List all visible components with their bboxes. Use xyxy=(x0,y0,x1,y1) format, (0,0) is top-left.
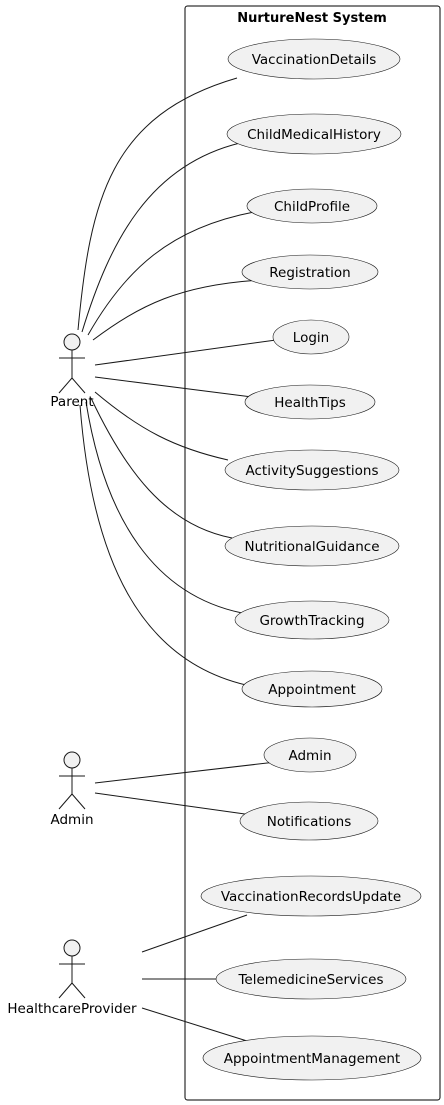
association-parent-nutritionalguidance xyxy=(90,397,233,539)
use-case-ellipse xyxy=(241,254,379,290)
stick-figure-icon xyxy=(58,751,86,810)
association-parent-appointment xyxy=(79,404,247,686)
use-case-ellipse xyxy=(246,188,378,224)
use-case-appointmentmanagement: AppointmentManagement xyxy=(202,1035,422,1081)
use-case-ellipse xyxy=(239,801,379,841)
association-healthcareprovider-vaccinationrecordsupdate xyxy=(141,914,248,953)
use-case-label: Registration xyxy=(269,265,350,281)
use-case-ellipse xyxy=(241,670,383,708)
association-admin-notifications xyxy=(94,792,253,816)
stick-figure-icon xyxy=(58,939,86,999)
use-case-ellipse xyxy=(200,875,422,917)
association-parent-login xyxy=(94,339,277,366)
use-case-label: TelemedicineServices xyxy=(237,972,383,988)
use-case-ellipse xyxy=(215,958,407,1000)
association-parent-activitysuggestions xyxy=(94,391,229,461)
system-title: NurtureNest System xyxy=(237,11,387,26)
association-admin-admin xyxy=(94,761,277,784)
use-case-appointment: Appointment xyxy=(241,670,383,708)
use-case-healthtips: HealthTips xyxy=(244,384,376,420)
use-case-label: VaccinationRecordsUpdate xyxy=(221,889,401,905)
use-case-childmedicalhistory: ChildMedicalHistory xyxy=(226,113,402,155)
use-case-label: ChildMedicalHistory xyxy=(247,127,381,143)
use-case-admin: Admin xyxy=(263,737,357,773)
use-case-label: ActivitySuggestions xyxy=(246,463,379,479)
use-case-label: HealthTips xyxy=(274,395,346,411)
association-parent-childprofile xyxy=(87,211,255,336)
actor-parent: Parent xyxy=(50,333,94,410)
use-case-ellipse xyxy=(272,319,350,355)
use-case-childprofile: ChildProfile xyxy=(246,188,378,224)
use-case-label: Notifications xyxy=(267,814,352,830)
use-case-telemedicineservices: TelemedicineServices xyxy=(215,958,407,1000)
use-case-ellipse xyxy=(224,449,400,491)
association-parent-growthtracking xyxy=(85,401,243,614)
use-case-notifications: Notifications xyxy=(239,801,379,841)
use-case-ellipse xyxy=(227,38,401,80)
use-case-login: Login xyxy=(272,319,350,355)
actor-label: Admin xyxy=(50,812,93,828)
use-case-ellipse xyxy=(224,525,400,567)
association-parent-childmedicalhistory xyxy=(81,142,241,333)
use-case-registration: Registration xyxy=(241,254,379,290)
association-parent-vaccinationdetails xyxy=(77,77,238,331)
actor-healthcareprovider: HealthcareProvider xyxy=(7,939,137,1017)
use-case-vaccinationdetails: VaccinationDetails xyxy=(227,38,401,80)
actor-label: HealthcareProvider xyxy=(7,1001,137,1017)
use-case-ellipse xyxy=(234,600,390,640)
use-case-label: Admin xyxy=(288,748,331,764)
use-case-label: ChildProfile xyxy=(274,199,350,215)
use-case-label: Appointment xyxy=(268,682,356,698)
use-case-label: NutritionalGuidance xyxy=(244,539,379,555)
use-case-ellipse xyxy=(244,384,376,420)
association-parent-healthtips xyxy=(94,376,253,398)
use-case-label: VaccinationDetails xyxy=(252,52,377,68)
use-case-label: AppointmentManagement xyxy=(224,1051,400,1067)
use-case-growthtracking: GrowthTracking xyxy=(234,600,390,640)
use-case-ellipse xyxy=(226,113,402,155)
association-parent-registration xyxy=(92,279,261,341)
use-case-label: GrowthTracking xyxy=(259,613,364,629)
use-case-vaccinationrecordsupdate: VaccinationRecordsUpdate xyxy=(200,875,422,917)
actor-label: Parent xyxy=(50,394,93,410)
association-healthcareprovider-appointmentmanagement xyxy=(141,1007,248,1042)
use-case-ellipse xyxy=(263,737,357,773)
use-case-ellipse xyxy=(202,1035,422,1081)
actor-admin: Admin xyxy=(50,751,94,828)
use-case-label: Login xyxy=(293,330,329,346)
associations xyxy=(77,77,277,1042)
use-case-nutritionalguidance: NutritionalGuidance xyxy=(224,525,400,567)
stick-figure-icon xyxy=(58,333,86,394)
use-case-activitysuggestions: ActivitySuggestions xyxy=(224,449,400,491)
